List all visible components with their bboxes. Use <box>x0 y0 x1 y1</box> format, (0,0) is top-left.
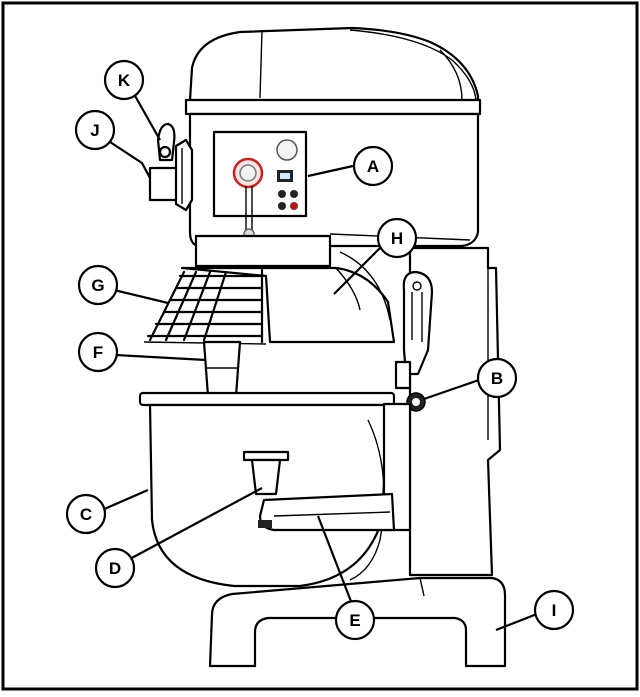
control-panel <box>212 130 308 240</box>
mixer-head <box>184 26 482 248</box>
leader-e <box>316 515 354 605</box>
callout-d: D <box>94 547 136 589</box>
leader-d <box>127 487 263 561</box>
leader-b <box>423 378 480 401</box>
callout-g-label: G <box>91 276 104 295</box>
callout-d-label: D <box>109 559 121 578</box>
mixer-base <box>208 576 507 668</box>
leader-j <box>109 141 151 179</box>
callout-i: I <box>533 589 575 631</box>
callout-b: B <box>476 357 518 399</box>
callout-k: K <box>103 59 145 101</box>
leader-h <box>333 247 381 295</box>
bowl-arm <box>242 402 412 532</box>
callout-f: F <box>77 331 119 373</box>
leader-k <box>133 93 161 141</box>
callout-j: J <box>74 109 116 151</box>
leader-f <box>115 353 207 362</box>
callout-e: E <box>334 599 376 641</box>
callout-j-label: J <box>90 121 99 140</box>
callout-c-label: C <box>80 505 92 524</box>
callout-c: C <box>65 493 107 535</box>
callout-e-label: E <box>349 611 360 630</box>
callout-i-label: I <box>552 601 557 620</box>
callout-g: G <box>77 264 119 306</box>
leader-a <box>307 164 354 178</box>
callout-a-label: A <box>367 157 379 176</box>
leader-g <box>113 288 169 305</box>
callout-b-label: B <box>491 369 503 388</box>
callout-k-label: K <box>118 71 131 90</box>
bowl-lift-handle <box>394 270 434 412</box>
wire-guard <box>143 268 267 345</box>
leader-i <box>495 612 538 632</box>
mixer-column <box>408 246 502 577</box>
agitator-shaft <box>202 340 242 398</box>
leader-c <box>101 488 149 512</box>
attachment-hub <box>148 122 194 212</box>
callout-h-label: H <box>391 229 403 248</box>
callout-f-label: F <box>93 343 103 362</box>
callout-a: A <box>352 145 394 187</box>
callout-h: H <box>376 217 418 259</box>
